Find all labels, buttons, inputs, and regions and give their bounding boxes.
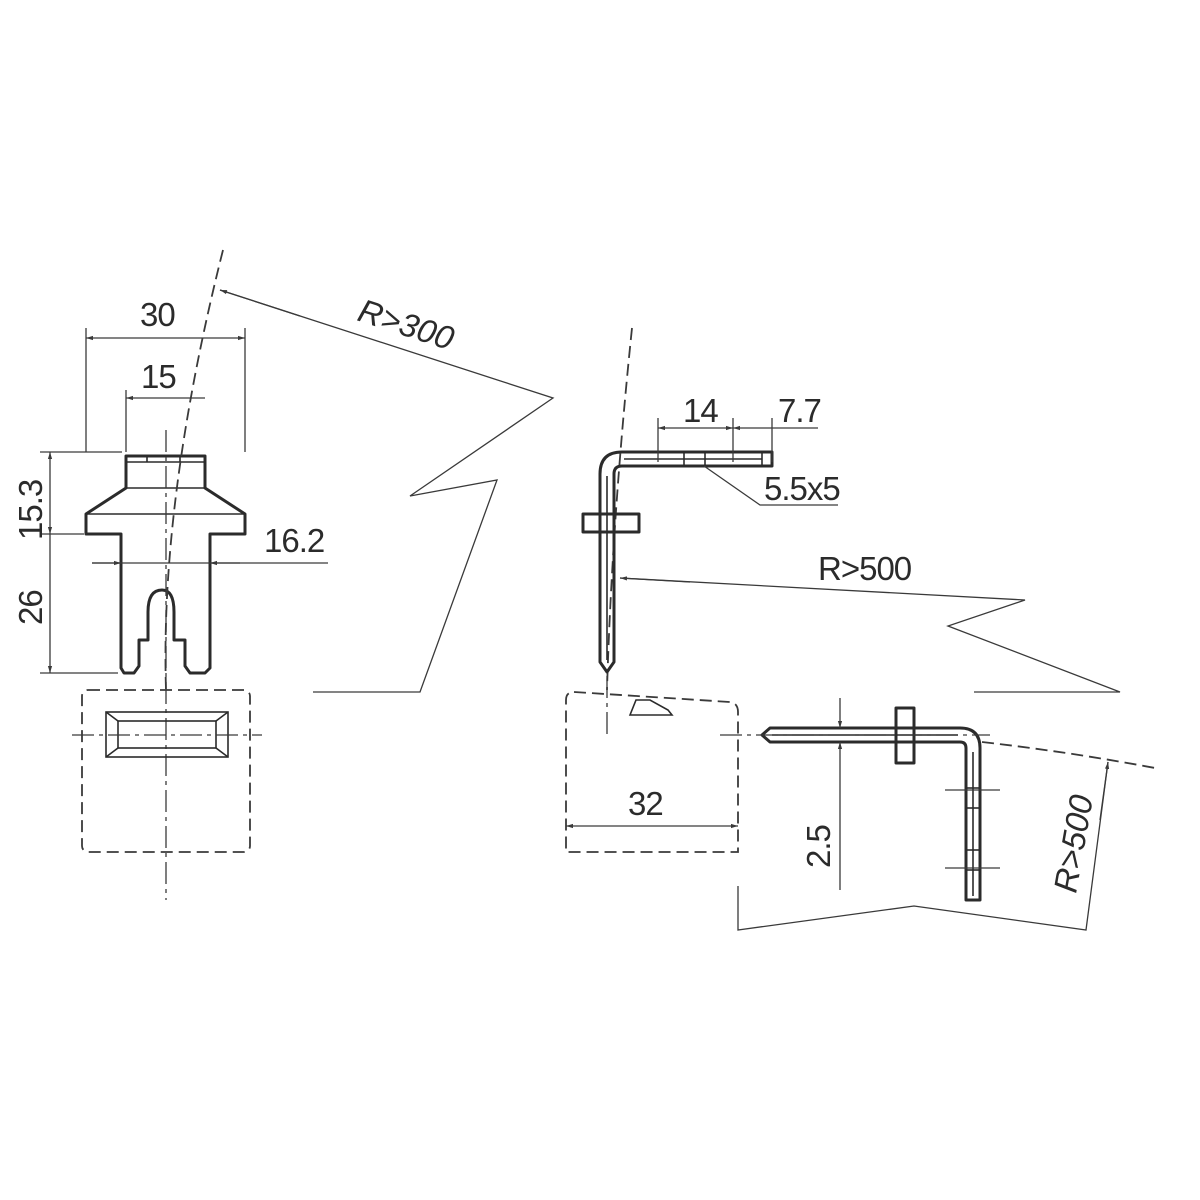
radius-label-500-top: R>500 — [818, 550, 912, 587]
vertical-pin — [598, 450, 774, 674]
radius-leader-500-bottom — [737, 761, 1109, 931]
cut-curve — [164, 249, 224, 691]
dim-label-5-5x5: 5.5x5 — [764, 470, 840, 507]
arrow-r500-top — [619, 576, 691, 583]
latch-detail — [628, 699, 674, 716]
dim-label-15: 15 — [141, 358, 176, 395]
radius-leader-300 — [219, 289, 555, 693]
horizontal-pin — [760, 726, 982, 902]
dim-label-16-2: 16.2 — [264, 522, 324, 559]
mating-part-outline — [81, 689, 251, 853]
connector-body-outline — [84, 454, 247, 675]
dim-label-14: 14 — [683, 392, 718, 429]
left-front-view: 30 15 15.3 26 16.2 R>300 — [12, 249, 555, 900]
mating-part-right — [565, 691, 739, 853]
cut-curve-bottom — [981, 741, 1156, 769]
slot-corner — [105, 711, 119, 722]
slot-corner — [105, 747, 119, 758]
dim-label-7-7: 7.7 — [778, 392, 821, 429]
radius-leader-500-top — [619, 577, 1121, 693]
dim-label-32: 32 — [628, 785, 663, 822]
right-side-view: 14 7.7 5.5x5 R>500 32 2.5 — [565, 327, 1156, 931]
dim-label-30: 30 — [140, 296, 175, 333]
dim-label-2-5: 2.5 — [800, 825, 837, 868]
radius-label-300: R>300 — [354, 291, 459, 357]
slot-corner — [215, 711, 229, 722]
dim-label-15-3: 15.3 — [12, 480, 49, 540]
leader-5-5x5 — [703, 465, 838, 506]
dim-label-26: 26 — [12, 590, 49, 625]
arrow-r300 — [219, 289, 301, 317]
pin-collar — [581, 512, 641, 534]
slot-corner — [215, 747, 229, 758]
cut-curve-right — [606, 327, 633, 691]
arrow-r500-bottom — [1099, 761, 1110, 821]
